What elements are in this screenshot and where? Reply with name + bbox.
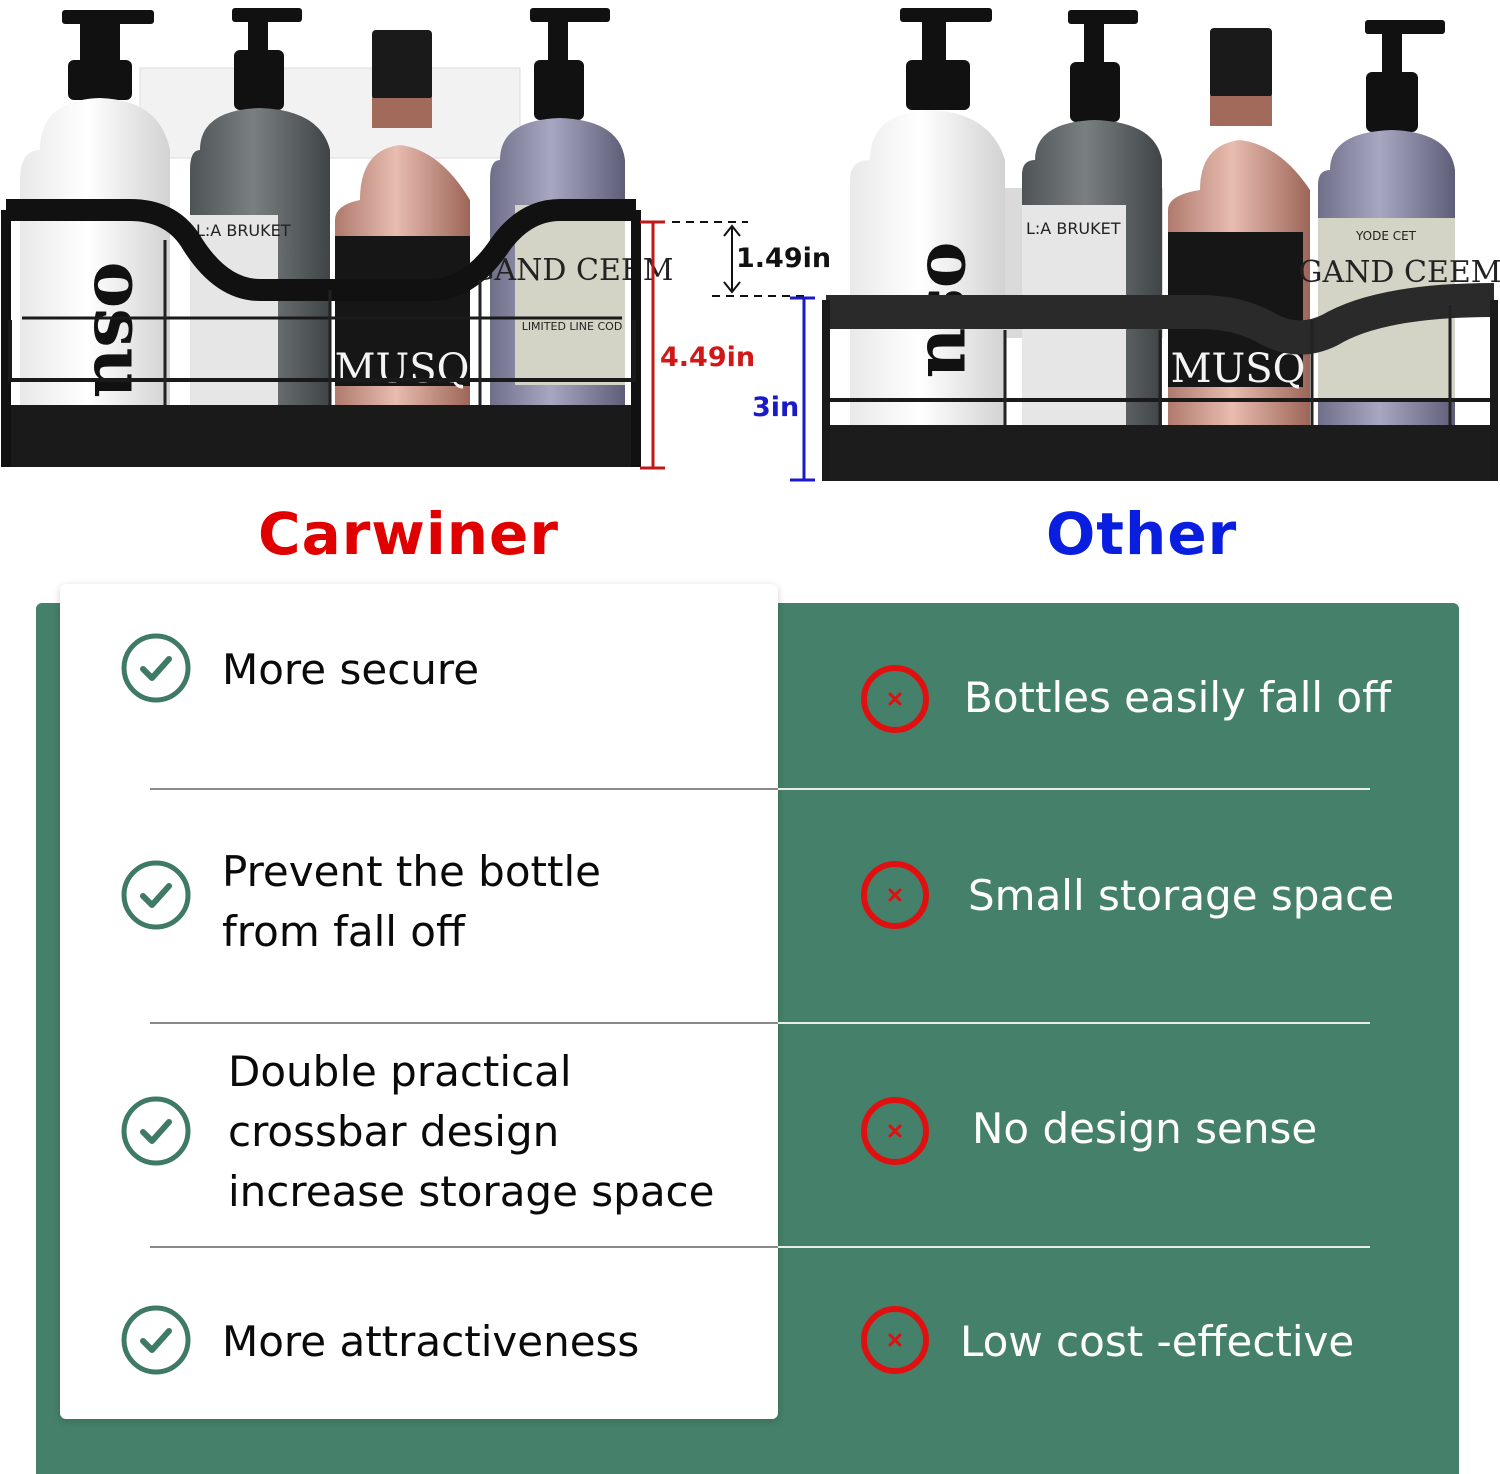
pros-divider	[150, 788, 778, 790]
bottle-label-labruket-other: L:A BRUKET	[1026, 219, 1121, 238]
other-rack: osu L:A BRUKET MUSQ YODE CET GAND CEEM	[822, 8, 1500, 481]
brand-other-title: Other	[1046, 500, 1238, 568]
check-circle-icon	[120, 859, 192, 931]
check-circle-icon	[120, 632, 192, 704]
con-item: No design sense	[972, 1104, 1318, 1153]
cons-divider	[778, 788, 1370, 790]
cons-divider	[778, 1246, 1370, 1248]
dimension-total-label: 4.49in	[660, 342, 756, 373]
x-circle-icon	[859, 663, 931, 735]
pro-item: Prevent the bottle from fall off	[222, 847, 601, 956]
dimension-gap-label: 1.49in	[736, 243, 832, 274]
pros-divider	[150, 1022, 778, 1024]
bottle-label-yode: YODE CET	[1355, 229, 1417, 243]
check-circle-icon	[120, 1304, 192, 1376]
cons-divider	[778, 1022, 1370, 1024]
x-circle-icon	[859, 859, 931, 931]
carwiner-rack: osu L:A BRUKET MUSQ GAND CEEM LIMITED LI…	[1, 8, 673, 467]
con-item: Small storage space	[968, 871, 1395, 920]
con-item: Bottles easily fall off	[964, 673, 1392, 722]
bottle-label-osu: osu	[78, 262, 161, 399]
bottle-label-musq: MUSQ	[335, 346, 470, 392]
pro-item: More attractiveness	[222, 1317, 640, 1366]
pro-item: Double practical crossbar design increas…	[228, 1047, 715, 1216]
pros-card	[60, 584, 778, 1419]
x-circle-icon	[859, 1304, 931, 1376]
bottle-label-limited: LIMITED LINE COD	[522, 320, 623, 333]
dimension-lines	[640, 220, 815, 482]
dimension-other-label: 3in	[752, 392, 800, 423]
check-circle-icon	[120, 1095, 192, 1167]
pros-divider	[150, 1246, 778, 1248]
brand-carwiner-title: Carwiner	[258, 500, 560, 568]
x-circle-icon	[859, 1095, 931, 1167]
product-comparison-image: osu L:A BRUKET MUSQ GAND CEEM LIMITED LI…	[0, 0, 1500, 500]
bottle-label-labruket: L:A BRUKET	[196, 221, 291, 240]
pro-item: More secure	[222, 645, 480, 694]
bottle-label-musq-other: MUSQ	[1171, 346, 1306, 392]
con-item: Low cost -effective	[960, 1317, 1355, 1366]
